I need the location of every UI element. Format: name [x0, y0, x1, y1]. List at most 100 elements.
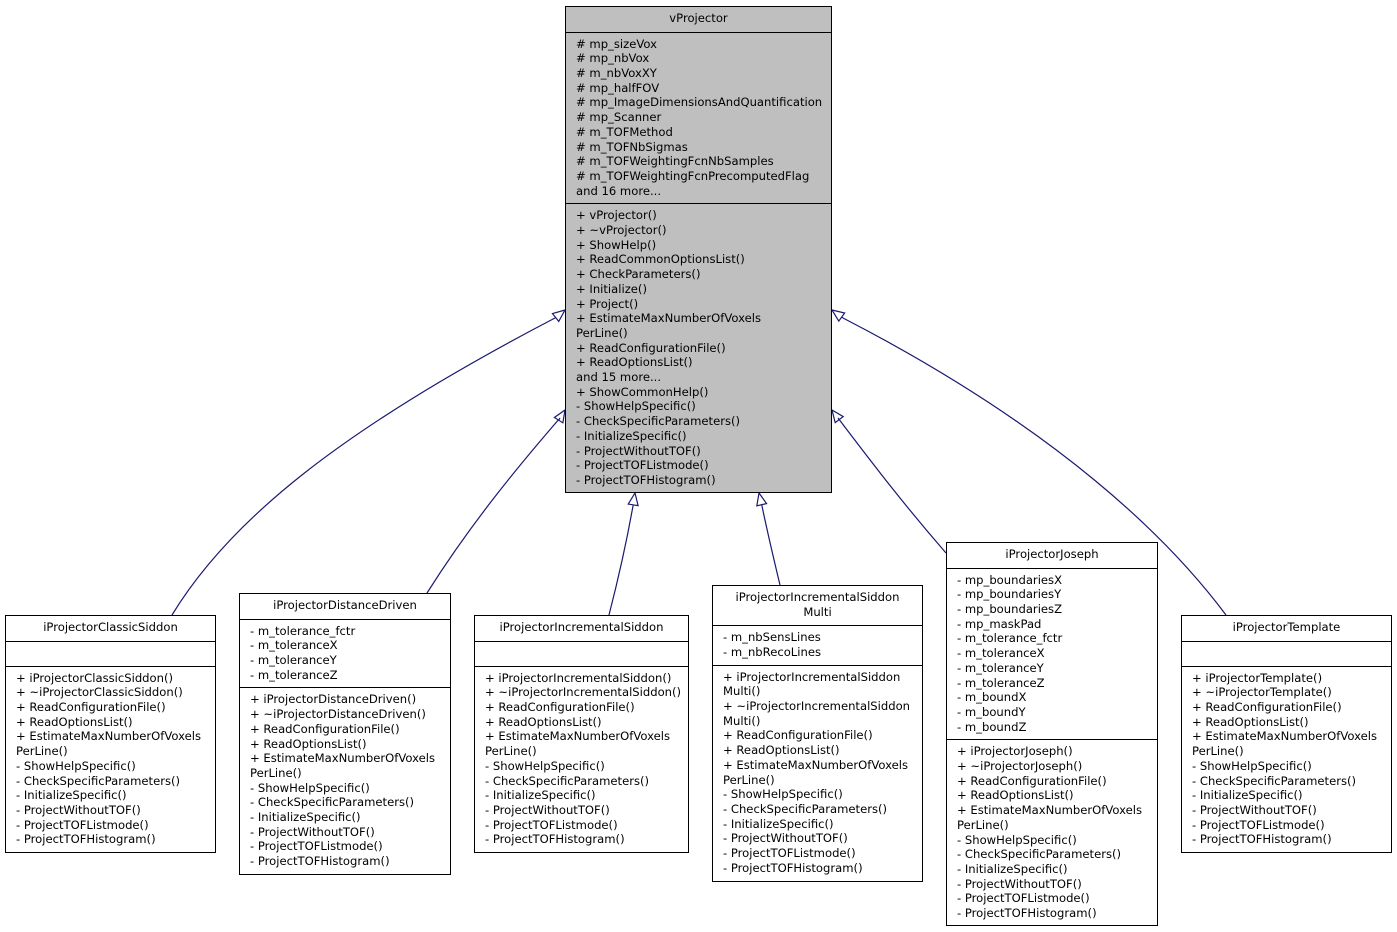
- class-box-iprojectortemplate[interactable]: iProjectorTemplate + iProjectorTemplate(…: [1181, 615, 1392, 853]
- operation-line: - ProjectWithoutTOF(): [485, 802, 610, 817]
- attribute-line: # m_TOFWeightingFcnPrecomputedFlag: [576, 168, 810, 183]
- operation-line: - InitializeSpecific(): [957, 861, 1068, 876]
- attribute-line: # m_nbVoxXY: [576, 66, 657, 80]
- attribute-line: - m_toleranceY: [250, 653, 337, 667]
- operation-line: + ReadConfigurationFile(): [1192, 700, 1342, 714]
- operation-line: Multi(): [723, 684, 761, 699]
- attribute-line: - m_tolerance_fctr: [957, 631, 1063, 646]
- operation-line: + ReadConfigurationFile(): [16, 700, 166, 714]
- class-box-iprojectordistancedriven[interactable]: iProjectorDistanceDriven - m_tolerance_f…: [239, 593, 451, 875]
- operation-line: Multi(): [723, 713, 761, 728]
- class-box-iprojectorjoseph[interactable]: iProjectorJoseph - mp_boundariesX- mp_bo…: [946, 542, 1158, 926]
- operation-line: - ShowHelpSpecific(): [576, 399, 696, 414]
- operation-line: + vProjector(): [576, 208, 657, 223]
- operation-line: - ProjectTOFHistogram(): [723, 860, 863, 875]
- attribute-line: - m_toleranceZ: [957, 675, 1045, 690]
- class-box-iprojectorclassicsiddon[interactable]: iProjectorClassicSiddon + iProjectorClas…: [5, 615, 216, 853]
- attributes-compartment: - m_tolerance_fctr- m_toleranceX- m_tole…: [240, 620, 450, 689]
- operation-line: + iProjectorClassicSiddon(): [16, 670, 174, 685]
- operation-line: + iProjectorDistanceDriven(): [250, 692, 417, 707]
- operation-line: - CheckSpecificParameters(): [250, 795, 415, 810]
- operation-line: - CheckSpecificParameters(): [16, 773, 181, 788]
- operation-line: + EstimateMaxNumberOfVoxels: [485, 729, 671, 744]
- operation-line: - CheckSpecificParameters(): [957, 847, 1122, 862]
- class-box-vprojector[interactable]: vProjector # mp_sizeVox# mp_nbVox# m_nbV…: [565, 6, 832, 493]
- operation-line: + ReadConfigurationFile(): [957, 773, 1107, 788]
- attributes-compartment: - m_nbSensLines- m_nbRecoLines: [713, 626, 922, 666]
- operation-line: - InitializeSpecific(): [16, 788, 127, 803]
- attributes-compartment: # mp_sizeVox# mp_nbVox# m_nbVoxXY# mp_ha…: [566, 33, 831, 205]
- operation-line: - InitializeSpecific(): [723, 816, 834, 831]
- class-title: iProjectorTemplate: [1182, 616, 1391, 642]
- operation-line: - CheckSpecificParameters(): [485, 773, 650, 788]
- class-title: iProjectorClassicSiddon: [6, 616, 215, 642]
- operation-line: - ProjectTOFHistogram(): [957, 906, 1097, 921]
- inheritance-arrowhead: [551, 309, 567, 323]
- class-box-iprojectorincrementalsiddon[interactable]: iProjectorIncrementalSiddon + iProjector…: [474, 615, 689, 853]
- operation-line: - InitializeSpecific(): [576, 428, 687, 443]
- operation-line: + ReadConfigurationFile(): [250, 721, 400, 736]
- class-box-iprojectorincrementalsiddonmulti[interactable]: iProjectorIncrementalSiddon Multi - m_nb…: [712, 585, 923, 882]
- attribute-line: # m_TOFNbSigmas: [576, 139, 688, 154]
- attribute-line: - m_toleranceY: [957, 660, 1044, 675]
- attribute-line: # m_TOFMethod: [576, 124, 673, 139]
- operation-line: PerLine(): [957, 817, 1009, 832]
- operation-line: - ProjectTOFListmode(): [1192, 817, 1325, 832]
- operation-line: + ~iProjectorClassicSiddon(): [16, 685, 183, 700]
- inheritance-arrowhead: [831, 408, 845, 424]
- operation-line: + EstimateMaxNumberOfVoxels: [723, 757, 909, 772]
- operation-line: - ProjectTOFHistogram(): [250, 854, 390, 869]
- operations-compartment: + iProjectorJoseph()+ ~iProjectorJoseph(…: [947, 740, 1157, 925]
- operation-line: PerLine(): [1192, 744, 1244, 759]
- operation-line: - ProjectTOFListmode(): [957, 891, 1090, 906]
- operation-line: - CheckSpecificParameters(): [576, 414, 741, 429]
- operation-line: + ReadOptionsList(): [485, 714, 602, 729]
- operation-line: + EstimateMaxNumberOfVoxels: [957, 803, 1143, 818]
- operation-line: + ReadCommonOptionsList(): [576, 252, 745, 267]
- operation-line: + ReadOptionsList(): [576, 355, 693, 370]
- operation-line: + ShowCommonHelp(): [576, 384, 709, 399]
- operation-line: + CheckParameters(): [576, 267, 701, 282]
- operation-line: - ProjectTOFHistogram(): [16, 832, 156, 847]
- operation-line: + ShowHelp(): [576, 237, 657, 252]
- operation-line: - ProjectWithoutTOF(): [1192, 802, 1317, 817]
- inheritance-edge-end: [554, 317, 557, 319]
- inheritance-arrowhead: [553, 408, 566, 424]
- operation-line: - ShowHelpSpecific(): [723, 787, 843, 802]
- operation-line: + ~iProjectorTemplate(): [1192, 685, 1332, 700]
- attribute-line: - m_toleranceX: [250, 638, 338, 653]
- attributes-compartment: [475, 642, 688, 667]
- attribute-line: - m_toleranceZ: [250, 667, 338, 682]
- attribute-line: - m_boundY: [957, 704, 1026, 719]
- operation-line: - CheckSpecificParameters(): [723, 801, 888, 816]
- operation-line: - InitializeSpecific(): [485, 788, 596, 803]
- inheritance-edge: [171, 317, 556, 616]
- operation-line: - CheckSpecificParameters(): [1192, 773, 1357, 788]
- operation-line: and 15 more...: [576, 370, 662, 385]
- operation-line: + iProjectorJoseph(): [957, 744, 1073, 759]
- operation-line: - ProjectTOFListmode(): [576, 458, 709, 473]
- operation-line: + ReadOptionsList(): [250, 736, 367, 751]
- operation-line: + ~iProjectorIncrementalSiddon: [723, 699, 911, 713]
- operation-line: - ProjectWithoutTOF(): [957, 876, 1082, 891]
- class-title: iProjectorIncrementalSiddon: [475, 616, 688, 642]
- operation-line: - ProjectTOFListmode(): [723, 846, 856, 861]
- operation-line: - ProjectTOFHistogram(): [485, 832, 625, 847]
- operation-line: PerLine(): [16, 744, 68, 759]
- operation-line: + Initialize(): [576, 281, 647, 296]
- operation-line: + ReadOptionsList(): [1192, 714, 1309, 729]
- operation-line: + ~iProjectorJoseph(): [957, 759, 1083, 774]
- attribute-line: - mp_boundariesX: [957, 572, 1063, 587]
- inheritance-edge-end: [841, 316, 844, 319]
- inheritance-arrowhead: [756, 491, 768, 507]
- operation-line: + ReadConfigurationFile(): [485, 700, 635, 714]
- operation-line: + ReadOptionsList(): [723, 743, 840, 758]
- attribute-line: # mp_sizeVox: [576, 36, 657, 51]
- inheritance-edge-end: [837, 417, 840, 420]
- operation-line: - ProjectTOFHistogram(): [576, 472, 716, 487]
- attribute-line: # mp_ImageDimensionsAndQuantification: [576, 95, 823, 110]
- operation-line: + ~iProjectorDistanceDriven(): [250, 707, 426, 722]
- operation-line: + ~iProjectorIncrementalSiddon(): [485, 685, 682, 700]
- operation-line: + iProjectorTemplate(): [1192, 670, 1323, 685]
